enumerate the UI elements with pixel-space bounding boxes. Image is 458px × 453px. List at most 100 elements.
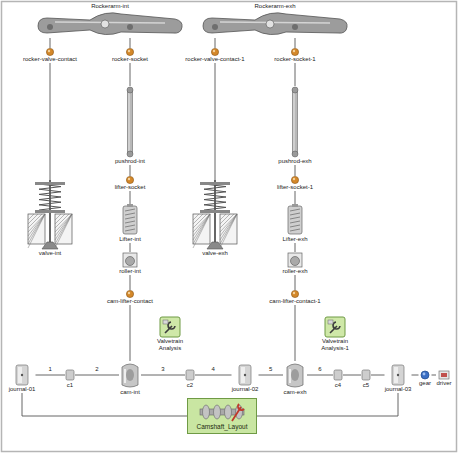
icon-shape [21, 374, 23, 376]
icon-shape [211, 48, 218, 55]
rod-icon [125, 86, 135, 158]
link-line [295, 305, 296, 361]
icon-holder [282, 204, 308, 236]
icon-holder [148, 316, 192, 338]
component-node: roller-int [119, 252, 141, 275]
icon-shape [244, 374, 246, 376]
component-node: Rockerarm-exh [200, 3, 350, 38]
icon-shape [203, 405, 210, 419]
cam-icon [119, 361, 141, 389]
icon-holder [232, 364, 259, 386]
icon-shape [42, 242, 58, 249]
icon-holder [119, 204, 141, 236]
component-label: valve-int [27, 250, 73, 257]
component-node: valve-exh [192, 180, 238, 257]
lifter-icon [286, 204, 304, 236]
icon-shape [220, 214, 237, 244]
dot-icon [126, 176, 134, 184]
link-line [36, 375, 66, 376]
link-line [130, 305, 131, 361]
icon-holder [194, 401, 250, 423]
icon-holder [192, 180, 238, 250]
component-label: rocker-socket-1 [274, 56, 316, 63]
icon-holder [436, 370, 452, 380]
component-label: c4 [333, 382, 343, 389]
icon-shape [66, 370, 74, 380]
component-node: pushrod-exh [278, 86, 312, 165]
component-label: journal-01 [9, 386, 36, 393]
link-number: 1 [48, 366, 53, 373]
icon-shape [125, 229, 135, 231]
link-line [295, 63, 296, 86]
icon-shape [28, 214, 45, 248]
component-label: Lifter-exh [282, 236, 308, 243]
component-label: cam-int [119, 389, 141, 396]
icon-shape [193, 214, 210, 236]
component-label: pushrod-exh [278, 158, 312, 165]
icon-shape [334, 370, 342, 380]
icon-shape [397, 374, 399, 376]
component-node: journal-01 [9, 364, 36, 393]
icon-shape [128, 292, 130, 294]
icon-shape [220, 214, 237, 240]
component-node: Lifter-exh [282, 204, 308, 243]
icon-shape [292, 24, 298, 30]
icon-shape [55, 214, 72, 244]
link-number: 6 [317, 366, 322, 373]
icon-holder [119, 361, 141, 389]
icon-shape [290, 209, 300, 211]
icon-holder [283, 361, 307, 389]
link-line [215, 63, 216, 180]
icon-holder [107, 290, 154, 298]
icon-shape [28, 214, 45, 244]
icon-holder [200, 10, 350, 38]
icon-shape [232, 404, 244, 421]
component-label: Lifter-int [119, 236, 141, 243]
component-label: Valvetrain Analysis-1 [311, 338, 359, 352]
icon-shape [212, 24, 218, 30]
link-line [295, 243, 296, 252]
component-label: cam-lifter-contact [107, 298, 154, 305]
dot-icon [126, 290, 134, 298]
icon-shape [127, 87, 133, 93]
icon-shape [200, 182, 230, 185]
component-node: Rockerarm-int [35, 3, 185, 38]
link-line [215, 38, 216, 48]
component-label: journal-03 [385, 386, 412, 393]
subassembly-box: Camshaft_Layout [187, 398, 257, 434]
valve-icon [27, 180, 73, 250]
icon-shape [220, 214, 230, 224]
roller-icon [122, 252, 138, 268]
component-label: journal-02 [232, 386, 259, 393]
component-node: pushrod-int [115, 86, 146, 165]
icon-holder [361, 368, 371, 382]
icon-shape [207, 242, 223, 249]
icon-shape [266, 20, 274, 28]
icon-shape [125, 217, 135, 219]
rocker-icon [35, 10, 185, 38]
icon-holder [9, 364, 36, 386]
icon-shape [220, 214, 237, 236]
icon-shape [294, 92, 295, 152]
icon-shape [193, 214, 210, 240]
icon-shape [125, 221, 135, 223]
component-node: journal-03 [385, 364, 412, 393]
component-node: journal-02 [232, 364, 259, 393]
icon-shape [290, 213, 300, 215]
icon-shape [55, 214, 72, 240]
icon-shape [126, 176, 133, 183]
va-icon [159, 316, 181, 338]
component-node: Valvetrain Analysis-1 [311, 316, 359, 352]
icon-shape [193, 214, 210, 244]
valve-icon [192, 180, 238, 250]
icon-shape [239, 365, 251, 385]
icon-holder [185, 48, 245, 56]
icon-shape [287, 364, 303, 387]
coup-icon [333, 368, 343, 382]
icon-holder [65, 368, 75, 382]
component-node: c1 [65, 368, 75, 389]
icon-shape [123, 206, 137, 234]
dot-icon [46, 48, 54, 56]
link-line [257, 393, 398, 416]
link-line [50, 38, 51, 48]
